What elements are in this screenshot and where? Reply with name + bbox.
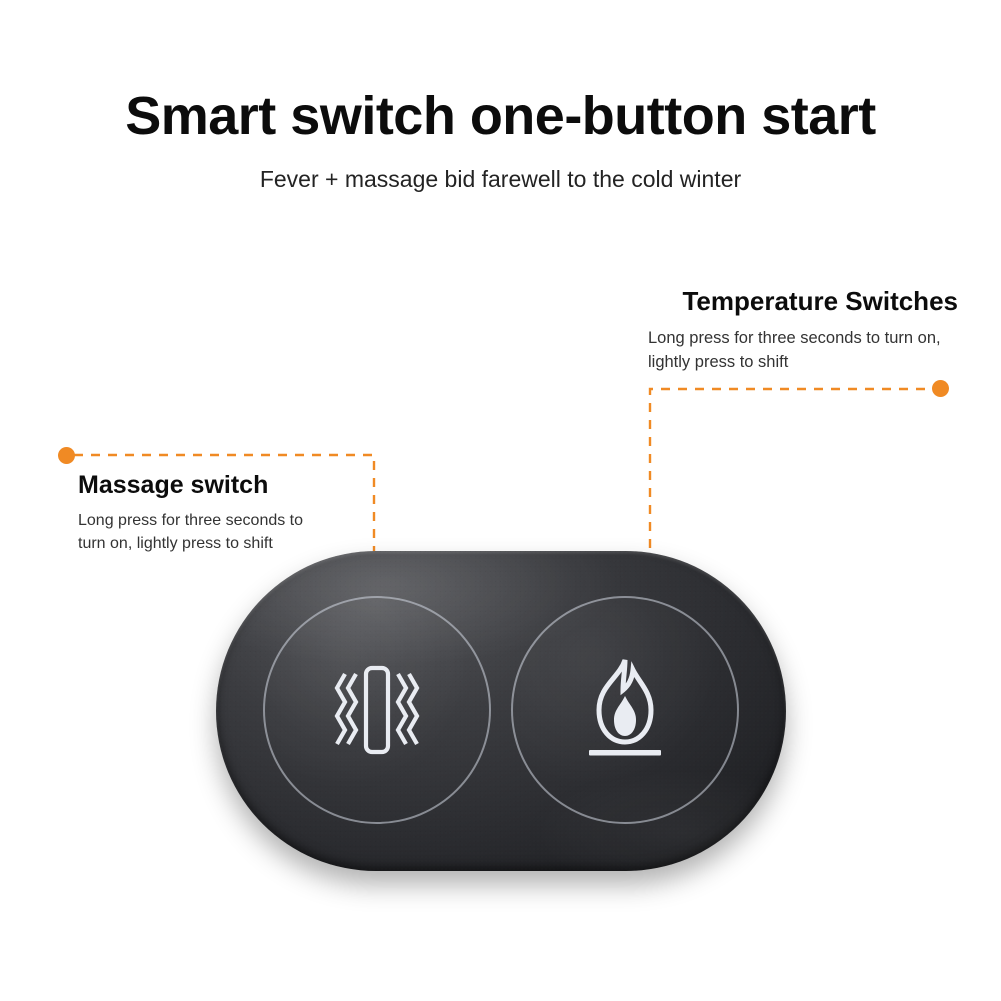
leader-dot-temperature-anchor (932, 380, 949, 397)
flame-icon (589, 659, 661, 756)
page-subtitle: Fever + massage bid farewell to the cold… (259, 166, 742, 192)
massage-switch-button[interactable] (263, 596, 491, 824)
callout-body-massage: Long press for three seconds to turn on,… (78, 512, 304, 553)
device-module (216, 551, 786, 871)
callout-heading-temperature: Temperature Switches (682, 286, 958, 316)
temperature-switch-button[interactable] (511, 596, 739, 824)
callout-body-temperature: Long press for three seconds to turn on,… (648, 329, 941, 371)
leader-dot-massage-anchor (58, 447, 75, 464)
callout-heading-massage: Massage switch (78, 471, 269, 499)
vibration-icon (334, 665, 420, 755)
page-title: Smart switch one-button start (125, 86, 876, 146)
